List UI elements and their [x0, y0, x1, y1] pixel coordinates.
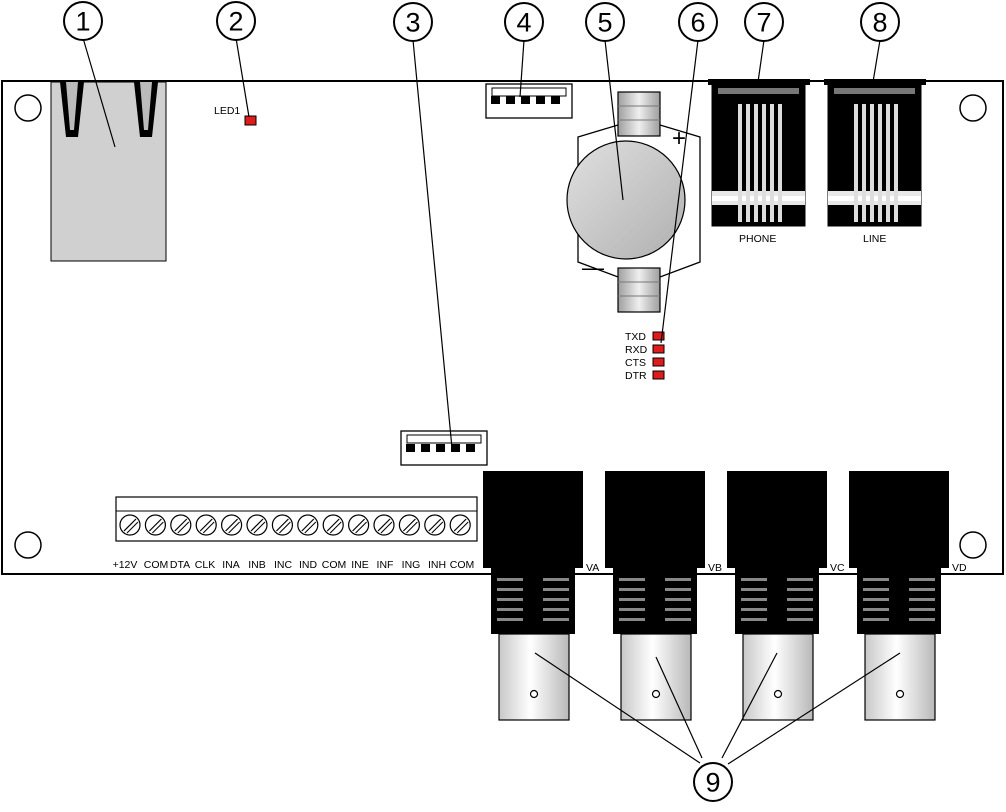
callout-2: 2 [216, 1, 256, 41]
video-input-label: VD [952, 562, 967, 574]
video-input-label: VB [708, 562, 722, 574]
battery-plus-sign: + [672, 125, 686, 152]
terminal-label: COM [322, 559, 347, 571]
terminal-label: +12V [113, 559, 138, 571]
bnc-pin-hole [895, 689, 905, 699]
video-input-label: VA [586, 562, 599, 574]
callout-number: 9 [705, 768, 720, 798]
mounting-hole [14, 94, 42, 122]
status-led-label: CTS [625, 357, 646, 369]
callout-number: 1 [75, 7, 90, 37]
callout-9: 9 [693, 762, 733, 802]
terminal-label: INA [222, 559, 240, 571]
line-label: LINE [863, 233, 886, 245]
terminal-label: ING [402, 559, 421, 571]
phone-label: PHONE [739, 233, 776, 245]
terminal-screw [144, 514, 166, 536]
bnc-connector [727, 471, 827, 721]
callout-number: 3 [405, 8, 420, 38]
terminal-screw [398, 514, 420, 536]
terminal-label: COM [450, 559, 475, 571]
status-led-label: TXD [625, 331, 646, 343]
callout-number: 8 [872, 8, 887, 38]
mounting-hole [959, 531, 987, 559]
terminal-label: COM [144, 559, 169, 571]
terminal-label: CLK [195, 559, 215, 571]
bnc-connector [605, 471, 705, 721]
terminal-screw [221, 514, 243, 536]
status-led [652, 357, 665, 367]
terminal-screw [170, 514, 192, 536]
terminal-screw [322, 514, 344, 536]
callout-leaders [82, 37, 901, 765]
status-led [652, 331, 665, 341]
terminal-label: INB [248, 559, 266, 571]
status-led [652, 370, 665, 380]
terminal-label: INH [428, 559, 446, 571]
terminal-label: INC [274, 559, 293, 571]
terminal-screw [119, 514, 141, 536]
terminal-label: INE [351, 559, 369, 571]
led1-label: LED1 [214, 105, 240, 117]
callout-4: 4 [504, 2, 544, 42]
bnc-pin-hole [773, 689, 783, 699]
status-led [652, 344, 665, 354]
led1-indicator [244, 115, 257, 126]
terminal-screw [297, 514, 319, 536]
status-led-label: DTR [625, 370, 647, 382]
callout-8: 8 [860, 2, 900, 42]
terminal-label: INF [377, 559, 394, 571]
rj11-sockets [708, 79, 926, 227]
terminal-screw [195, 514, 217, 536]
callout-number: 4 [516, 8, 531, 38]
battery-cell [566, 140, 686, 260]
terminal-screw [348, 514, 370, 536]
phone-socket [708, 79, 810, 227]
bnc-pin-hole [529, 689, 539, 699]
battery-minus-sign: — [582, 255, 604, 280]
terminal-screw [424, 514, 446, 536]
terminal-screw [373, 514, 395, 536]
callout-number: 6 [690, 8, 705, 38]
terminal-screw [449, 514, 471, 536]
terminal-screw [271, 514, 293, 536]
callout-1: 1 [63, 1, 103, 41]
pin-header-top [485, 83, 573, 119]
bnc-connector [483, 471, 583, 721]
status-led-label: RXD [625, 344, 648, 356]
terminal-block [115, 496, 478, 542]
mounting-hole [14, 531, 42, 559]
callout-number: 7 [756, 8, 771, 38]
terminal-screw [246, 514, 268, 536]
bnc-connectors [483, 471, 949, 721]
callout-5: 5 [585, 2, 625, 42]
terminal-label: DTA [170, 559, 190, 571]
line-socket [824, 79, 926, 227]
status-led-group: TXD RXD CTS DTR [625, 331, 665, 382]
pin-header-bottom [400, 430, 488, 466]
callout-3: 3 [393, 2, 433, 42]
callout-number: 2 [228, 7, 243, 37]
bnc-connector [849, 471, 949, 721]
bnc-pin-hole [651, 689, 661, 699]
callout-6: 6 [678, 2, 718, 42]
mounting-hole [959, 94, 987, 122]
rj45-socket [50, 81, 167, 262]
terminal-label: IND [299, 559, 318, 571]
video-input-label: VC [830, 562, 845, 574]
callout-number: 5 [597, 8, 612, 38]
battery-holder: + — [566, 91, 701, 313]
callout-7: 7 [744, 2, 784, 42]
